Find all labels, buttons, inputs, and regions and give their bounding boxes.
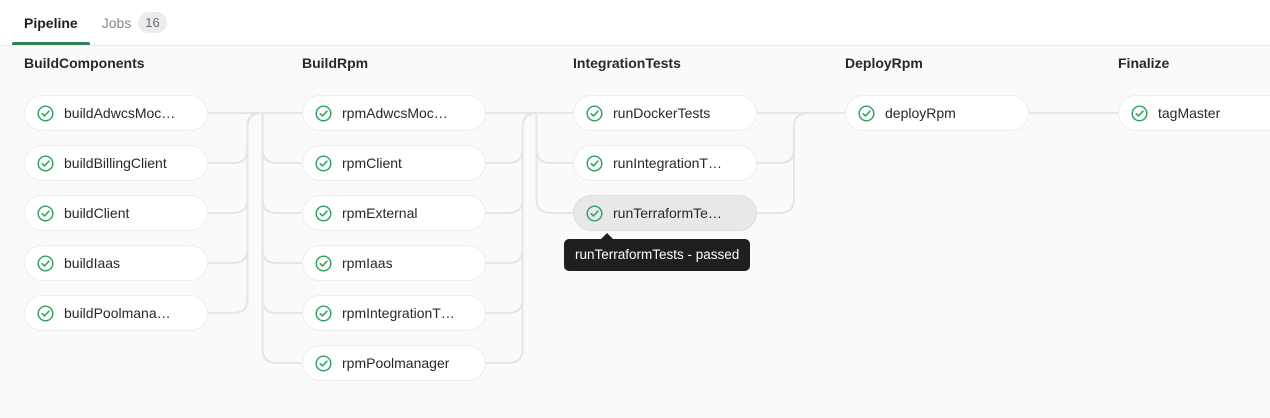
pipeline-job-node[interactable]: buildBillingClient	[24, 145, 208, 181]
pipeline-job-name: rpmIntegrationT…	[342, 305, 455, 321]
pipeline-job-name: rpmExternal	[342, 205, 418, 221]
pipeline-job-name: buildPoolmana…	[64, 305, 171, 321]
pipeline-job-name: buildIaas	[64, 255, 121, 271]
pipeline-job-node[interactable]: rpmAdwcsMoc…	[302, 95, 486, 131]
pipeline-job-name: tagMaster	[1158, 105, 1221, 121]
pipeline-job-name: buildBillingClient	[64, 155, 167, 171]
pipeline-job-node[interactable]: buildClient	[24, 195, 208, 231]
pipeline-job-name: rpmPoolmanager	[342, 355, 450, 371]
check-circle-icon	[315, 154, 332, 172]
check-circle-icon	[858, 104, 875, 122]
check-circle-icon	[315, 254, 332, 272]
tab-jobs[interactable]: Jobs 16	[90, 0, 179, 45]
tab-bar: Pipeline Jobs 16	[0, 0, 1270, 46]
stage-title: BuildRpm	[302, 55, 369, 71]
pipeline-job-name: runTerraformTe…	[613, 205, 722, 221]
pipeline-job-node[interactable]: rpmIntegrationT…	[302, 295, 486, 331]
pipeline-job-name: runIntegrationT…	[613, 155, 722, 171]
tab-jobs-label: Jobs	[101, 14, 132, 31]
tab-pipeline-label: Pipeline	[24, 14, 78, 31]
check-circle-icon	[315, 354, 332, 372]
pipeline-job-name: rpmIaas	[342, 255, 393, 271]
tab-jobs-count-badge: 16	[138, 12, 167, 33]
tab-pipeline[interactable]: Pipeline	[12, 0, 90, 45]
stage-title: Finalize	[1118, 55, 1170, 71]
job-status-tooltip: runTerraformTests - passed	[564, 233, 751, 271]
check-circle-icon	[37, 254, 54, 272]
check-circle-icon	[315, 204, 332, 222]
check-circle-icon	[586, 204, 603, 222]
pipeline-job-name: deployRpm	[885, 105, 956, 121]
pipeline-job-node[interactable]: rpmIaas	[302, 245, 486, 281]
pipeline-job-name: rpmClient	[342, 155, 402, 171]
check-circle-icon	[1131, 104, 1148, 122]
pipeline-job-node[interactable]: runDockerTests	[573, 95, 757, 131]
pipeline-graph: BuildComponents buildAdwcsMoc… buildBillin…	[0, 46, 1270, 418]
check-circle-icon	[37, 154, 54, 172]
check-circle-icon	[586, 154, 603, 172]
check-circle-icon	[586, 104, 603, 122]
check-circle-icon	[315, 104, 332, 122]
pipeline-job-name: rpmAdwcsMoc…	[342, 105, 448, 121]
pipeline-job-node[interactable]: rpmClient	[302, 145, 486, 181]
pipeline-job-node[interactable]: rpmPoolmanager	[302, 345, 486, 381]
stage-title: DeployRpm	[845, 55, 923, 71]
pipeline-job-node[interactable]: deployRpm	[845, 95, 1029, 131]
pipeline-job-node[interactable]: rpmExternal	[302, 195, 486, 231]
pipeline-job-name: buildClient	[64, 205, 130, 221]
pipeline-job-node[interactable]: tagMaster	[1118, 95, 1270, 131]
check-circle-icon	[37, 104, 54, 122]
check-circle-icon	[37, 204, 54, 222]
pipeline-job-node[interactable]: runIntegrationT…	[573, 145, 757, 181]
pipeline-job-name: runDockerTests	[613, 105, 711, 121]
pipeline-job-node[interactable]: buildIaas	[24, 245, 208, 281]
pipeline-job-name: buildAdwcsMoc…	[64, 105, 176, 121]
pipeline-stages: BuildComponents buildAdwcsMoc… buildBillin…	[0, 46, 1270, 418]
stage-title: IntegrationTests	[573, 55, 681, 71]
pipeline-job-node[interactable]: buildPoolmana…	[24, 295, 208, 331]
check-circle-icon	[37, 304, 54, 322]
pipeline-job-node[interactable]: buildAdwcsMoc…	[24, 95, 208, 131]
pipeline-job-node[interactable]: runTerraformTe…	[573, 195, 757, 231]
stage-title: BuildComponents	[24, 55, 145, 71]
check-circle-icon	[315, 304, 332, 322]
